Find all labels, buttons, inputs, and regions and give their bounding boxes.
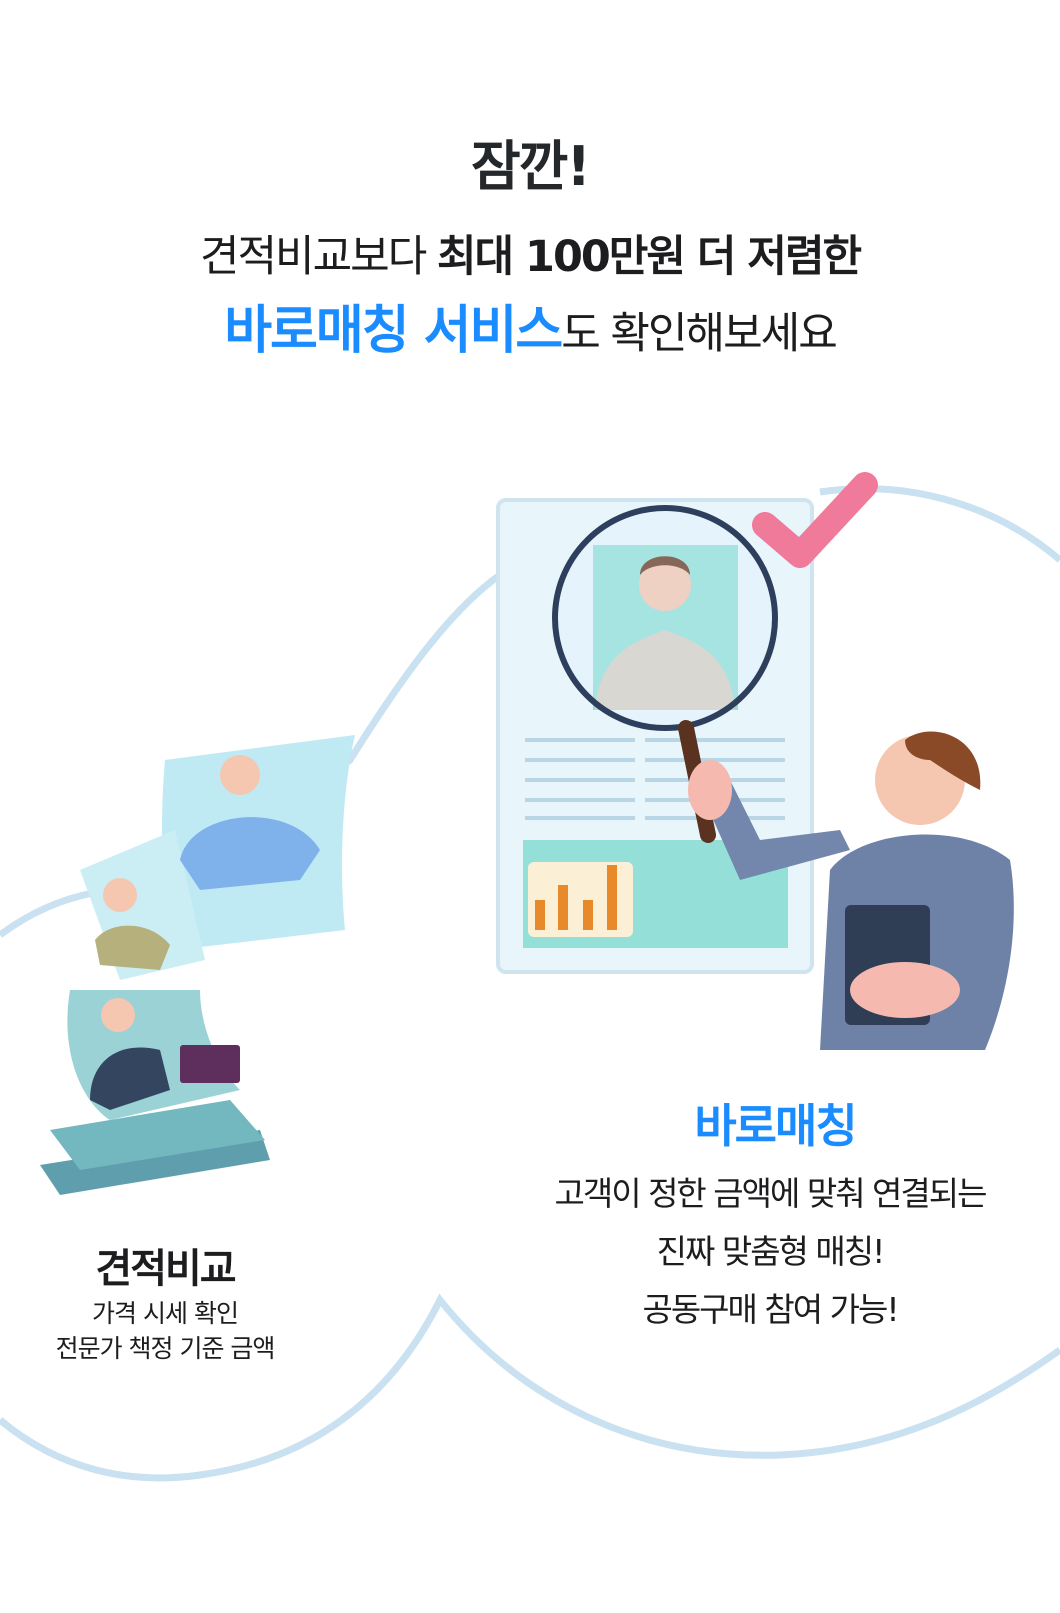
description-line: 공동구매 참여 가능! xyxy=(642,1290,899,1329)
page-title: 잠깐! xyxy=(471,135,591,198)
person-illustration xyxy=(688,731,1014,1050)
quote-comparison-illustration xyxy=(40,735,355,1195)
headline-line-2: 견적비교보다 최대 100만원 더 저렴한 xyxy=(0,222,1060,284)
description-line: 가격 시세 확인 xyxy=(92,1299,239,1328)
direct-matching-title: 바로매칭 xyxy=(694,1099,857,1153)
headline-rest: 도 확인해보세요 xyxy=(561,309,838,359)
quote-comparison-description: 가격 시세 확인 전문가 책정 기준 금액 xyxy=(0,1296,330,1366)
headline-regular: 견적비교보다 xyxy=(199,232,437,282)
headline-line-3: 바로매칭 서비스도 확인해보세요 xyxy=(0,288,1060,363)
direct-matching-description: 고객이 정한 금액에 맞춰 연결되는 진짜 맞춤형 매칭! 공동구매 참여 가능… xyxy=(510,1165,1030,1339)
description-line: 고객이 정한 금액에 맞춰 연결되는 xyxy=(554,1174,988,1213)
service-highlight: 바로매칭 서비스 xyxy=(224,301,563,361)
description-line: 전문가 책정 기준 금액 xyxy=(55,1334,276,1363)
description-line: 진짜 맞춤형 매칭! xyxy=(656,1232,886,1271)
check-icon xyxy=(752,472,878,568)
magnifier-icon xyxy=(552,505,778,843)
headline-bold: 최대 100만원 더 저렴한 xyxy=(436,232,862,282)
quote-comparison-title: 견적비교 xyxy=(95,1246,236,1292)
